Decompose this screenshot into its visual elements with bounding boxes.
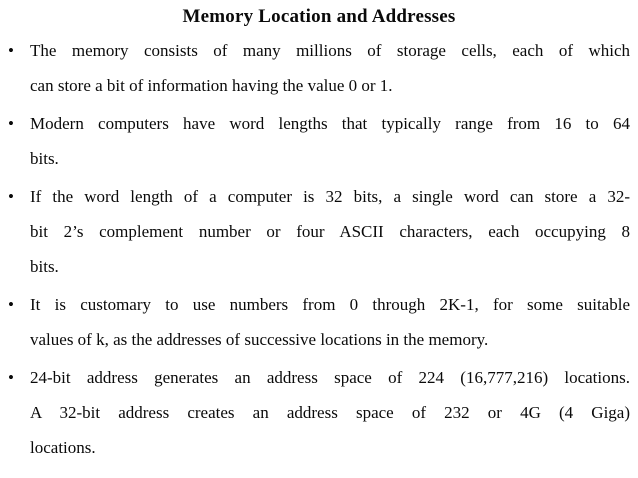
bullet-list: • The memory consists of many millions o… — [0, 33, 638, 465]
bullet-line: locations. — [30, 438, 96, 457]
bullet-line: can store a bit of information having th… — [30, 76, 393, 95]
bullet-item-word-lengths: • Modern computers have word lengths tha… — [8, 106, 630, 176]
bullet-item-memory-cells: • The memory consists of many millions o… — [8, 33, 630, 103]
bullet-line: bits. — [30, 257, 59, 276]
bullet-marker-icon: • — [8, 187, 14, 206]
slide-title: Memory Location and Addresses — [182, 6, 456, 27]
bullet-marker-icon: • — [8, 114, 14, 133]
bullet-item-address-space: • 24-bit address generates an address sp… — [8, 360, 630, 465]
bullet-line: If the word length of a computer is 32 b… — [30, 187, 630, 206]
bullet-marker-icon: • — [8, 368, 14, 387]
bullet-marker-icon: • — [8, 295, 14, 314]
bullet-line: The memory consists of many millions of … — [30, 41, 630, 60]
bullet-line: bits. — [30, 149, 59, 168]
bullet-line: bit 2’s complement number or four ASCII … — [30, 222, 630, 241]
bullet-line: Modern computers have word lengths that … — [30, 114, 630, 133]
bullet-line: A 32-bit address creates an address spac… — [30, 403, 630, 422]
bullet-line: 24-bit address generates an address spac… — [30, 368, 630, 387]
bullet-line: values of k, as the addresses of success… — [30, 330, 489, 349]
bullet-item-32bit-word: • If the word length of a computer is 32… — [8, 179, 630, 284]
bullet-line: It is customary to use numbers from 0 th… — [30, 295, 630, 314]
bullet-marker-icon: • — [8, 41, 14, 60]
bullet-item-address-numbers: • It is customary to use numbers from 0 … — [8, 287, 630, 357]
